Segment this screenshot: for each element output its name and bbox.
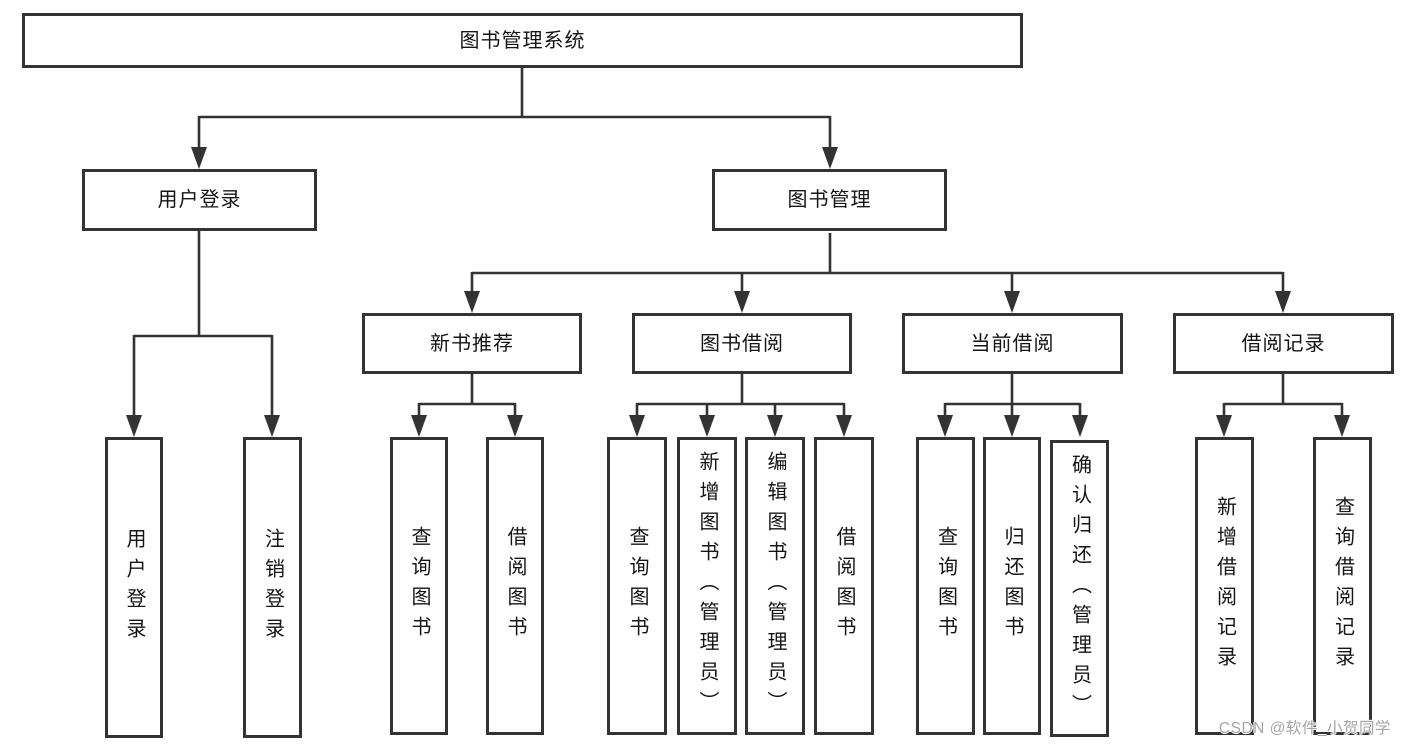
node-edit-books-admin: 编辑图书（管理员） <box>745 437 805 735</box>
node-add-borrow-record: 新增借阅记录 <box>1195 437 1254 735</box>
node-query-books-borrow: 查询图书 <box>607 437 667 735</box>
node-query-borrow-record: 查询借阅记录 <box>1313 437 1372 735</box>
node-return-books: 归还图书 <box>983 437 1041 735</box>
node-book-borrow: 图书借阅 <box>632 313 852 374</box>
node-logout: 注销登录 <box>243 437 302 738</box>
node-confirm-return-admin: 确认归还（管理员） <box>1050 440 1109 737</box>
node-query-books-current: 查询图书 <box>916 437 975 735</box>
node-add-books-admin: 新增图书（管理员） <box>677 437 737 735</box>
node-query-books-recommend: 查询图书 <box>390 437 448 735</box>
node-user-login-leaf: 用户登录 <box>105 437 163 738</box>
node-user-login: 用户登录 <box>82 169 317 231</box>
watermark-text: CSDN @软件_小贺同学 <box>1218 720 1391 737</box>
node-borrow-books-recommend: 借阅图书 <box>486 437 544 735</box>
node-book-management: 图书管理 <box>712 169 947 231</box>
node-new-book-recommend: 新书推荐 <box>362 313 582 374</box>
node-borrow-records: 借阅记录 <box>1173 313 1394 374</box>
node-library-management-system: 图书管理系统 <box>22 13 1023 68</box>
node-current-borrow: 当前借阅 <box>902 313 1123 374</box>
node-borrow-books-leaf: 借阅图书 <box>814 437 874 735</box>
